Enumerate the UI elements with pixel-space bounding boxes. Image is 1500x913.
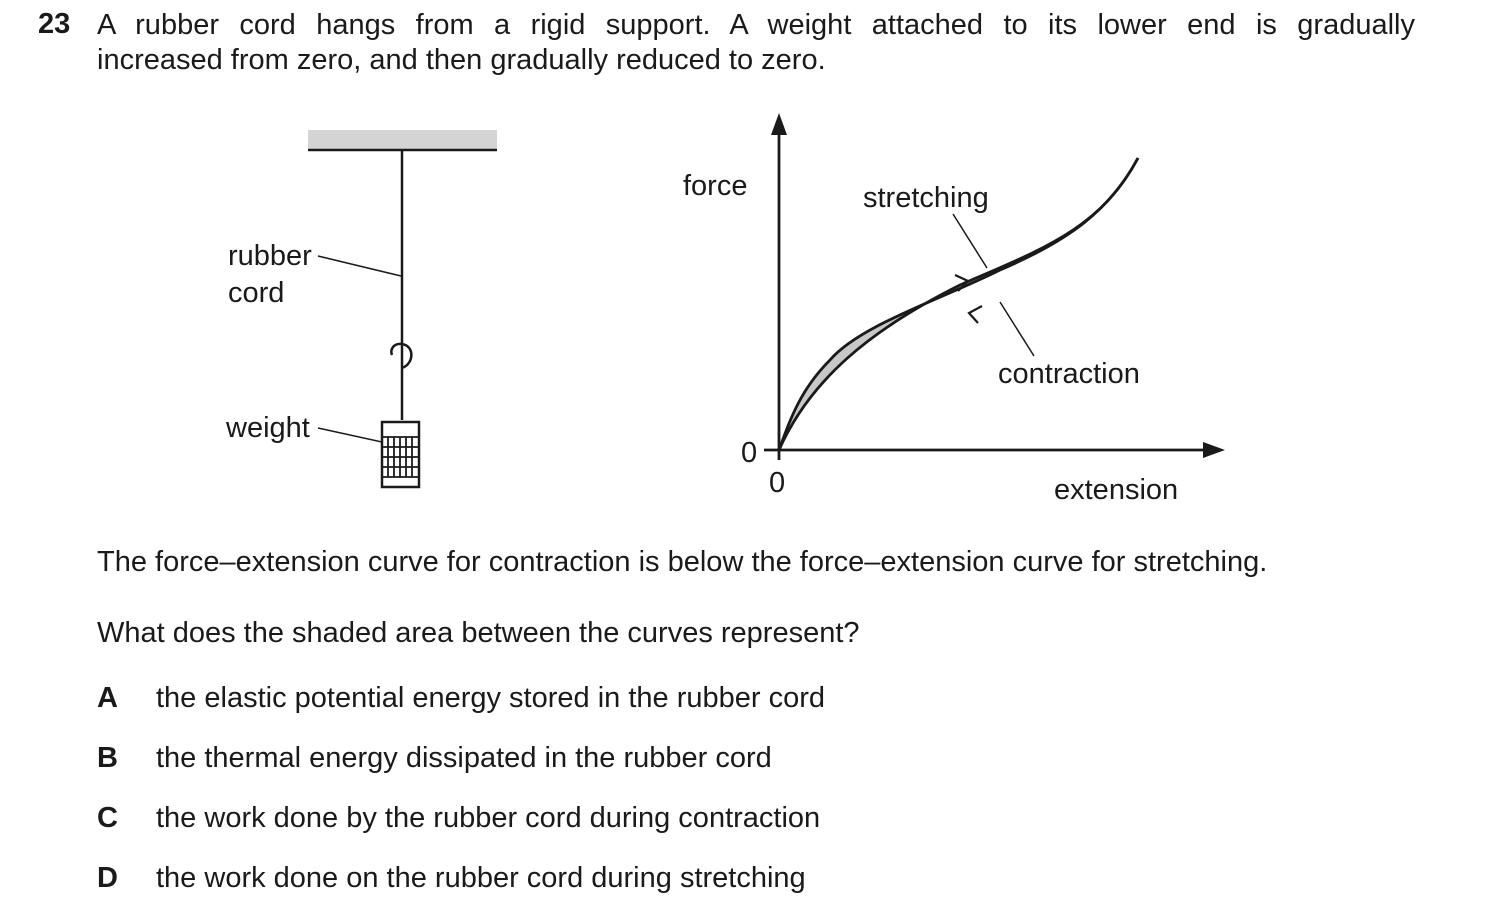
option-c-letter: C <box>97 802 118 834</box>
x-axis-label: extension <box>1054 474 1178 506</box>
force-extension-graph: force extension 0 0 stretching contracti… <box>683 113 1225 506</box>
contraction-curve <box>777 157 1140 451</box>
weight-label-leader <box>317 427 383 443</box>
x-origin-label: 0 <box>769 467 785 499</box>
question-stem: A rubber cord hangs from a rigid support… <box>97 8 1415 78</box>
statement-text: The force–extension curve for contractio… <box>97 546 1268 578</box>
option-b-text: the thermal energy dissipated in the rub… <box>156 742 772 774</box>
contraction-label-leader <box>999 301 1035 357</box>
option-d-text: the work done on the rubber cord during … <box>156 862 806 894</box>
stretching-label-leader <box>952 213 988 269</box>
rubber-label-line1: rubber <box>228 240 312 272</box>
stretching-label: stretching <box>863 182 989 214</box>
contraction-label: contraction <box>998 358 1140 390</box>
option-a-letter: A <box>97 682 118 714</box>
y-origin-label: 0 <box>741 437 757 469</box>
option-a-text: the elastic potential energy stored in t… <box>156 682 826 714</box>
y-axis-arrowhead <box>771 113 787 135</box>
apparatus-diagram: rubber cord weight <box>225 130 497 489</box>
hook <box>390 342 413 420</box>
stretching-direction-arrow <box>954 274 970 292</box>
option-c-text: the work done by the rubber cord during … <box>156 802 821 834</box>
rigid-support <box>308 130 497 150</box>
weight-label: weight <box>225 412 310 444</box>
y-axis-label: force <box>683 170 747 202</box>
option-d-letter: D <box>97 862 118 894</box>
rubber-label-line2: cord <box>228 277 284 309</box>
question-number: 23 <box>38 8 71 40</box>
contraction-direction-arrow <box>967 305 983 324</box>
stem-line-2: increased from zero, and then gradually … <box>97 44 826 76</box>
option-b-letter: B <box>97 742 118 774</box>
x-axis-arrowhead <box>1203 442 1225 458</box>
question-text: What does the shaded area between the cu… <box>97 617 860 649</box>
stem-line-1: A rubber cord hangs from a rigid support… <box>97 9 1415 41</box>
weight-block <box>380 420 421 489</box>
rubber-label-leader <box>317 255 402 277</box>
